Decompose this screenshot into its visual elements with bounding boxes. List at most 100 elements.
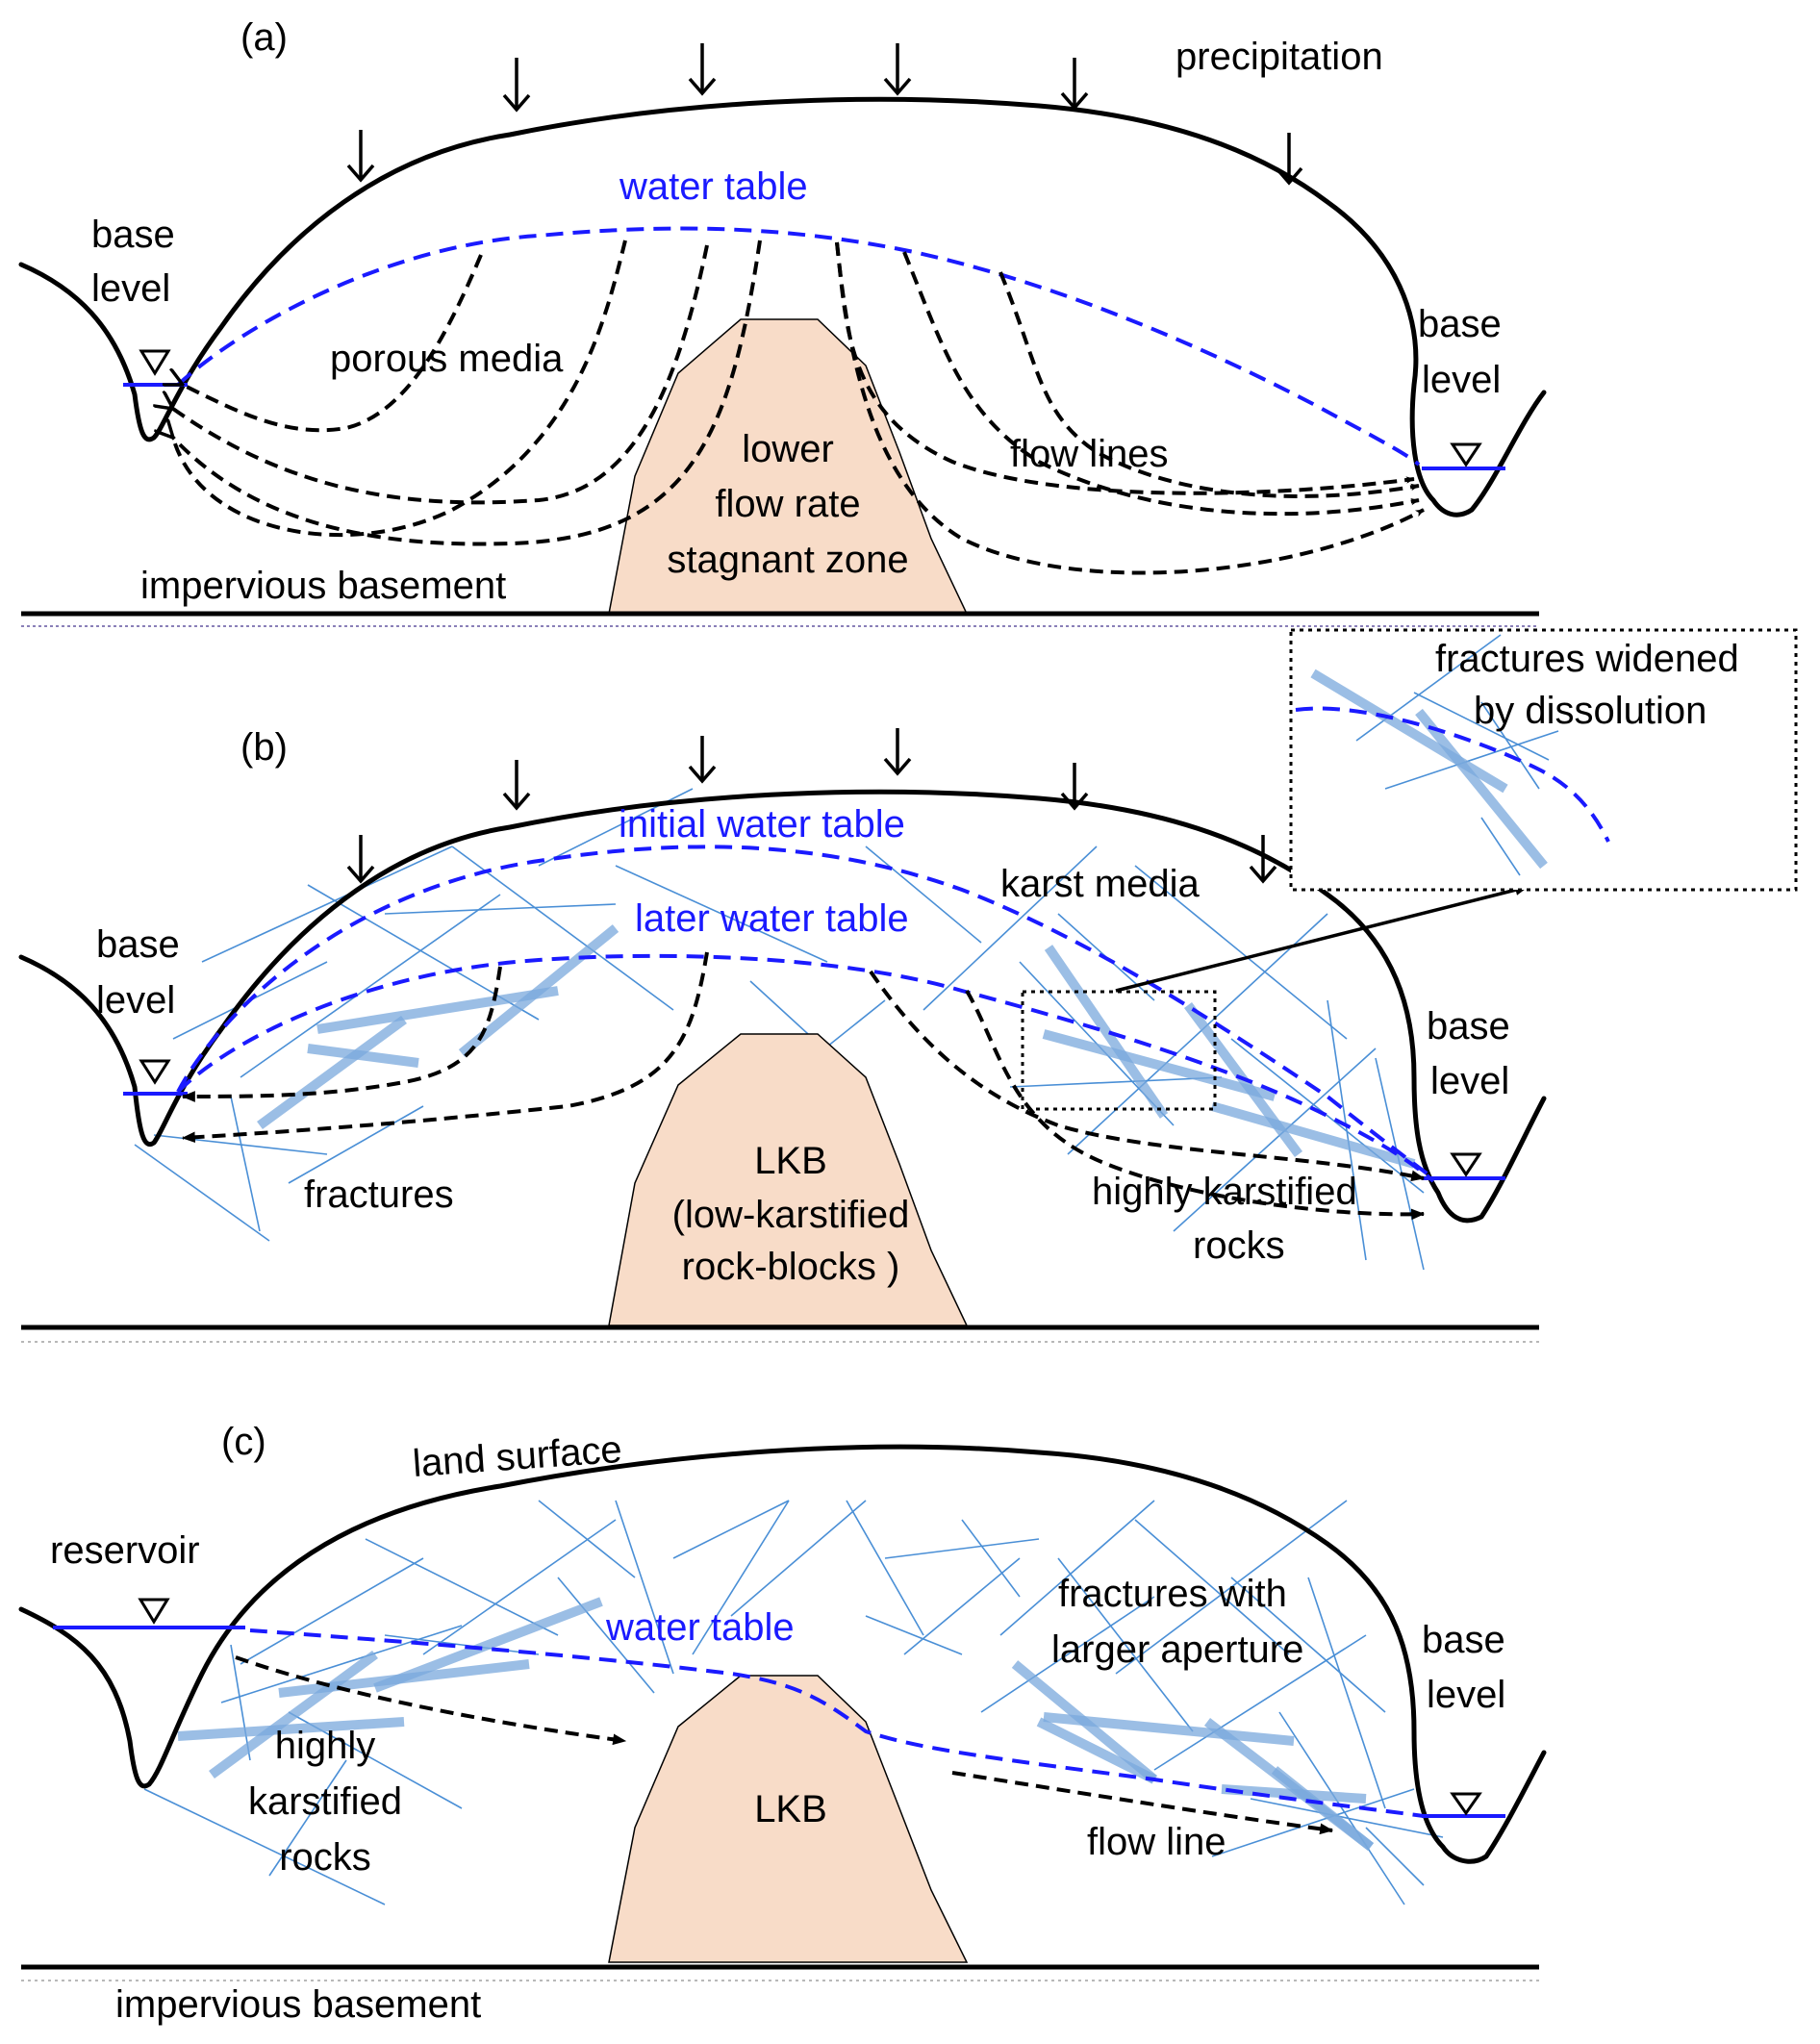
panel-c-tag: (c) [221,1421,266,1463]
rain-arrow-head [688,77,717,96]
lkb-block-c [608,1675,969,1963]
water-level-triangle-right-b [1450,1152,1482,1177]
panel-a: (a) precipitation [18,16,1547,627]
wide-fracture [373,1597,603,1693]
rain-arrow-head [346,164,375,183]
fractures-aperture-line1: fractures with [1058,1573,1287,1615]
base-level-right-line1: base [1418,303,1502,345]
flow-line [181,966,502,1102]
water-level-triangle-right-c [1450,1792,1482,1816]
fracture [538,1500,636,1578]
inset-caption-line2: by dissolution [1474,690,1706,732]
porous-media-label: porous media [330,338,564,380]
land-surface-label: land surface [412,1428,623,1485]
base-level-right-b-line1: base [1427,1005,1510,1047]
base-level-left-b-line2: level [96,979,175,1022]
fracture [1355,634,1502,742]
fracture [240,1557,424,1665]
wide-fracture [1310,669,1508,794]
fracture [1211,1788,1415,1857]
fractures-thin-b [134,788,1425,1271]
fracture [865,845,982,944]
fracture [692,1500,790,1655]
fractures-wide-c [177,1597,1375,1851]
lkb-label-line2: (low-karstified [672,1194,910,1236]
rain-arrow-head [346,865,375,884]
flow-line [235,1655,627,1746]
fracture [201,845,453,963]
flow-line [869,970,1426,1182]
fractures-thin-c [143,1500,1444,1905]
stagnant-zone-line3: stagnant zone [667,539,908,581]
fracture [143,1788,386,1905]
base-level-right-c-line1: base [1422,1619,1505,1661]
wide-fracture [1044,945,1169,1119]
flow-lines-label: flow lines [1010,433,1169,475]
fracture [268,1759,347,1877]
flow-line [902,251,1420,517]
stagnant-zone-block [608,318,969,615]
base-level-left-b-line1: base [96,923,180,966]
fracture [1480,701,1540,790]
rain-arrow-head [883,757,912,776]
flow-line [171,240,627,538]
fracture [980,1596,1155,1713]
reservoir-label: reservoir [50,1529,200,1572]
fracture [1230,1038,1425,1194]
stagnant-zone-line2: flow rate [715,483,860,525]
fracture [1278,1711,1405,1905]
flow-line [173,240,762,546]
panel-b: (b) [18,628,1798,1343]
wide-fracture [1221,1784,1367,1804]
panel-a-tag: (a) [240,16,288,59]
fracture [1413,692,1550,761]
wide-fracture [257,1015,407,1130]
rain-arrow-head [502,792,531,811]
fracture [1327,999,1367,1261]
fracture [230,1096,261,1232]
base-level-left-line1: base [91,214,175,256]
fractures-label: fractures [304,1173,454,1216]
rain-arrow-head [883,77,912,96]
impervious-basement-label-a: impervious basement [140,565,506,607]
wide-fracture [316,986,559,1034]
inset-caption-line1: fractures widened [1435,638,1739,680]
highly-karstified-line1: highly karstified [1092,1171,1357,1213]
fracture [961,1519,1021,1598]
fracture [1009,1076,1223,1088]
lkb-label-line1: LKB [754,1140,827,1182]
fracture [865,1615,963,1655]
water-table-label: water table [619,165,808,208]
fractures-wide-b [257,924,1416,1169]
water-level-triangle-left [139,349,171,376]
land-surface-c [18,1444,1547,1864]
rain-arrow-head [688,765,717,784]
fracture [1384,730,1559,790]
base-level-left-line2: level [91,267,170,310]
water-level-triangle-right [1450,442,1482,467]
fracture [230,1644,251,1761]
stagnant-zone-line1: lower [742,428,834,470]
fracture [615,865,828,963]
flow-line [965,989,1426,1221]
base-level-right-line2: level [1422,359,1501,401]
wide-fracture [1415,708,1548,870]
water-level-triangle-left-b [139,1059,171,1085]
water-table-a [176,226,1421,467]
highly-karstified-c-line1: highly [275,1725,376,1767]
inset-box [1289,628,1798,892]
flow-line-label: flow line [1087,1821,1226,1863]
wide-fracture [307,1044,419,1068]
fracture [220,1625,463,1703]
highly-karstified-c-line3: rocks [279,1836,371,1879]
fracture [1250,1798,1444,1838]
fracture [846,1500,924,1636]
fracture [615,1500,674,1675]
later-water-table-label: later water table [635,897,909,940]
zoom-arrow [1115,884,1529,993]
fracture [557,1577,655,1694]
fracture [999,1500,1155,1636]
fracture [903,1557,1021,1655]
highly-karstified-line2: rocks [1193,1224,1285,1267]
fracture [134,1144,270,1242]
